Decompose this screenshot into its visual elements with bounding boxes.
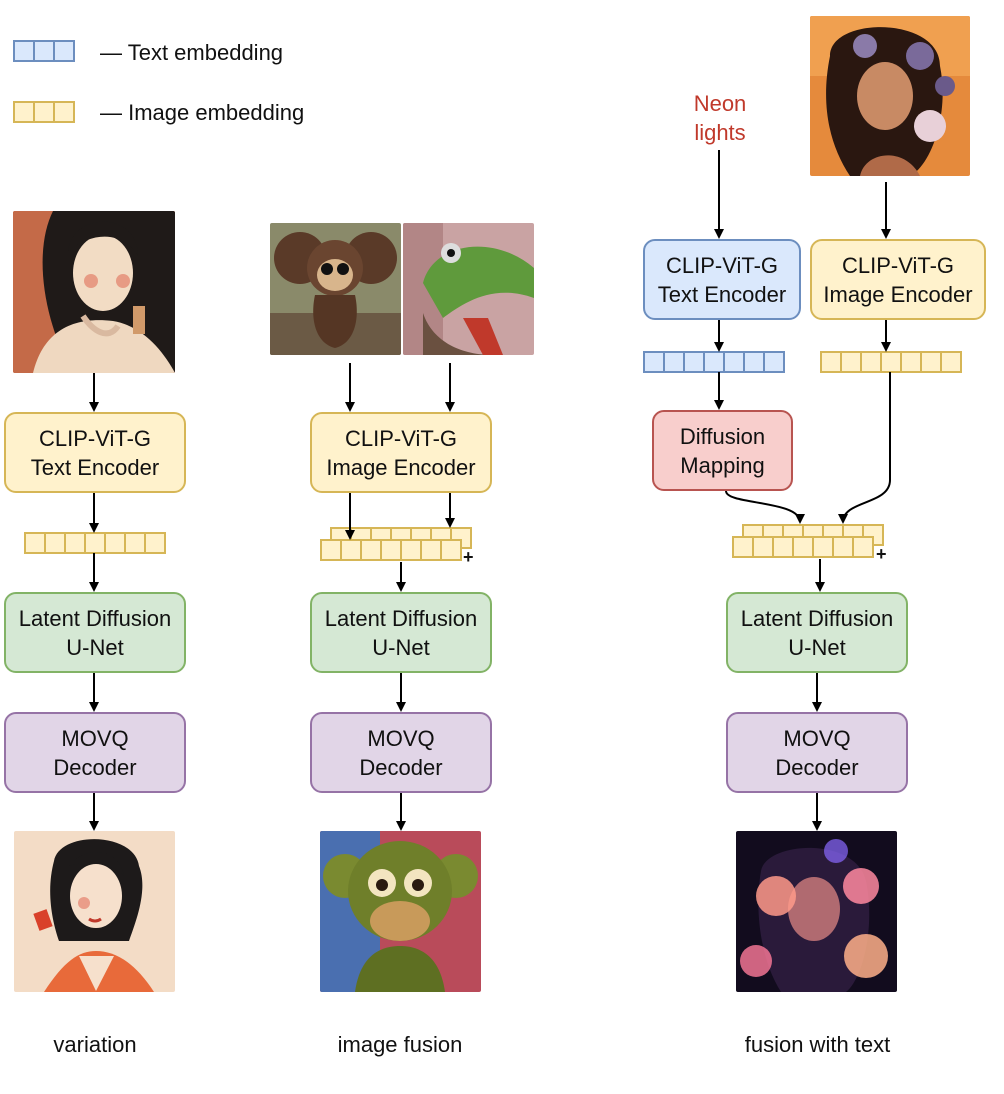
variation-decoder-box: MOVQ Decoder — [4, 712, 186, 793]
legend-image-embedding-label: — Image embedding — [100, 100, 305, 125]
fusion-text-encoder-box: CLIP-ViT-G Text Encoder — [643, 239, 801, 320]
input-image-woman-flowers — [810, 16, 970, 176]
output-image-fusion — [320, 831, 481, 992]
variation-text-encoder-box: CLIP-ViT-G Text Encoder — [4, 412, 186, 493]
fusion-embedding-front — [320, 539, 462, 561]
fusion-plus-sign: + — [463, 547, 474, 567]
legend-text-embedding-label: — Text embedding — [100, 40, 284, 65]
caption-variation: variation — [53, 1032, 137, 1057]
caption-fusion-with-text: fusion with text — [744, 1032, 891, 1057]
fusion-text-text-embedding — [643, 351, 785, 373]
illustration-woman-output-art — [14, 831, 175, 992]
input-image-cheburashka — [270, 223, 401, 355]
legend-text-embedding-swatch — [13, 40, 75, 62]
plush-creature-art — [270, 223, 401, 355]
diffusion-mapping-box: Diffusion Mapping — [652, 410, 793, 491]
caption-image-fusion: image fusion — [337, 1032, 463, 1057]
neon-flowers-output-art — [736, 831, 897, 992]
variation-embedding — [24, 532, 166, 554]
fusion-image-encoder-box: CLIP-ViT-G Image Encoder — [310, 412, 492, 493]
variation-unet-box: Latent Diffusion U-Net — [4, 592, 186, 673]
fusion-text-unet-box: Latent Diffusion U-Net — [726, 592, 908, 673]
fusion-text-image-encoder-box: CLIP-ViT-G Image Encoder — [810, 239, 986, 320]
woman-with-flowers-art — [810, 16, 970, 176]
output-image-fusion-text — [736, 831, 897, 992]
illustration-woman-art — [13, 211, 175, 373]
crocodile-puppet-art — [403, 223, 534, 355]
arrow-image-embedding-to-fusion — [838, 372, 891, 524]
legend-image-embedding-swatch — [13, 101, 75, 123]
fusion-text-decoder-box: MOVQ Decoder — [726, 712, 908, 793]
monkey-creature-output-art — [320, 831, 481, 992]
fusion-text-embedding-front — [732, 536, 874, 558]
arrow-mapping-to-fusion — [725, 490, 805, 524]
fusion-text-plus-sign: + — [876, 544, 887, 564]
fusion-unet-box: Latent Diffusion U-Net — [310, 592, 492, 673]
output-image-variation — [14, 831, 175, 992]
fusion-text-image-embedding — [820, 351, 962, 373]
fusion-decoder-box: MOVQ Decoder — [310, 712, 492, 793]
input-image-crocodile-gena — [403, 223, 534, 355]
input-image-illustrated-woman — [13, 211, 175, 373]
text-prompt-neon-lights: Neon lights — [693, 91, 747, 145]
